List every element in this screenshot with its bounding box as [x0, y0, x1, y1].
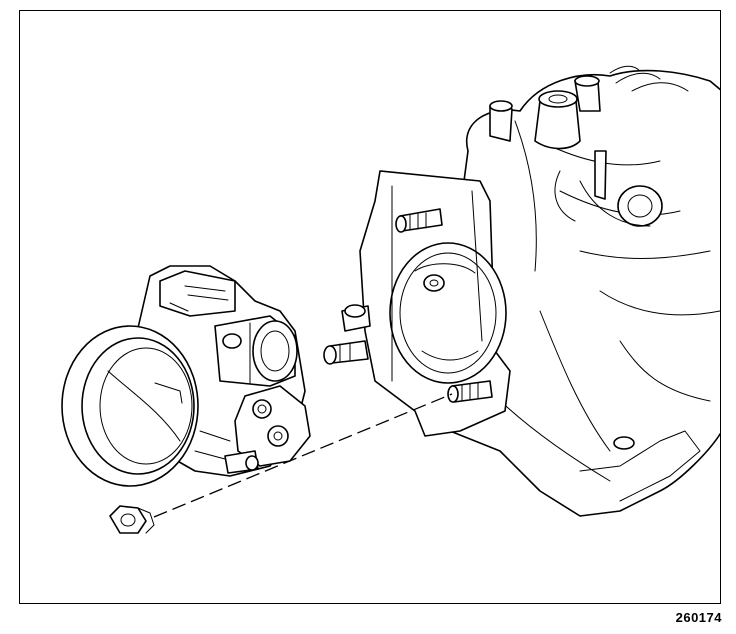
throttle-body [61, 265, 311, 487]
throttle-body-mounting-flange [323, 170, 511, 437]
alignment-line [153, 393, 453, 518]
throttle-body-diagram [61, 65, 720, 534]
figure-number: 260174 [675, 610, 722, 625]
mounting-nut [109, 505, 155, 534]
illustration-frame [19, 10, 721, 604]
intake-manifold [439, 65, 720, 517]
